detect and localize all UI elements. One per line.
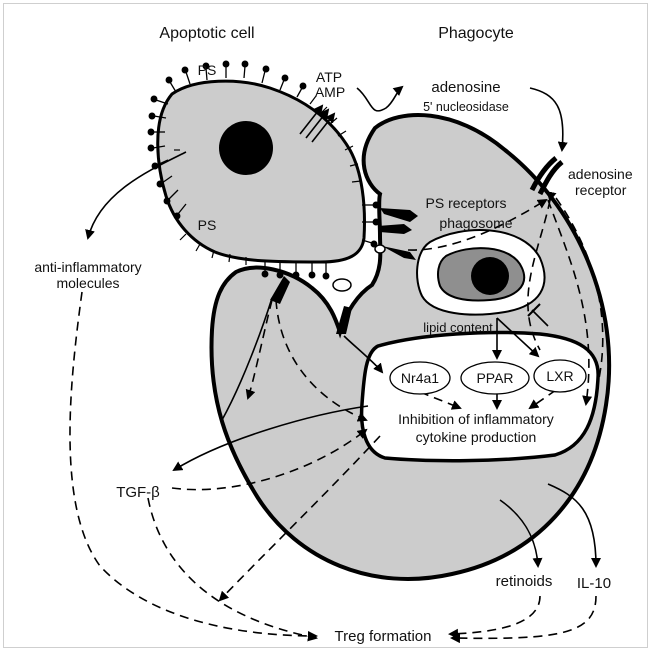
apoptotic-cell xyxy=(158,81,365,262)
adenosine-label: adenosine xyxy=(431,79,500,96)
atp-label: ATP xyxy=(316,69,342,85)
adenosine-receptor-label-1: adenosine xyxy=(568,166,633,182)
anti-inflammatory-label-1: anti-inflammatory xyxy=(34,259,141,275)
adenosine-receptor-label-2: receptor xyxy=(575,182,627,198)
phagosome-label: phagosome xyxy=(439,215,512,231)
lxr-label: LXR xyxy=(546,368,573,384)
treg-formation-label: Treg formation xyxy=(335,628,432,645)
retinoids-label: retinoids xyxy=(496,573,553,590)
inhibition-label-2: cytokine production xyxy=(416,429,537,445)
apoptotic-cell-title: Apoptotic cell xyxy=(159,25,254,42)
engulfed-nucleus xyxy=(471,257,509,295)
ps-label-bottom: PS xyxy=(198,217,217,233)
amp-label: AMP xyxy=(315,84,345,100)
ppar-label: PPAR xyxy=(476,370,513,386)
lipid-content-label: lipid content xyxy=(423,320,493,335)
il10-label: IL-10 xyxy=(577,575,611,592)
phagocyte-title: Phagocyte xyxy=(438,25,514,42)
tgf-beta-label: TGF-β xyxy=(116,484,160,501)
ps-label-top: PS xyxy=(198,62,217,78)
ps-receptors-label: PS receptors xyxy=(426,195,507,211)
nucleosidase-label: 5' nucleosidase xyxy=(423,100,509,114)
anti-inflammatory-label-2: molecules xyxy=(56,275,119,291)
apoptotic-bleb xyxy=(333,279,351,291)
nr4a1-label: Nr4a1 xyxy=(401,370,439,386)
inhibition-label-1: Inhibition of inflammatory xyxy=(398,411,554,427)
apoptotic-nucleus xyxy=(219,121,273,175)
